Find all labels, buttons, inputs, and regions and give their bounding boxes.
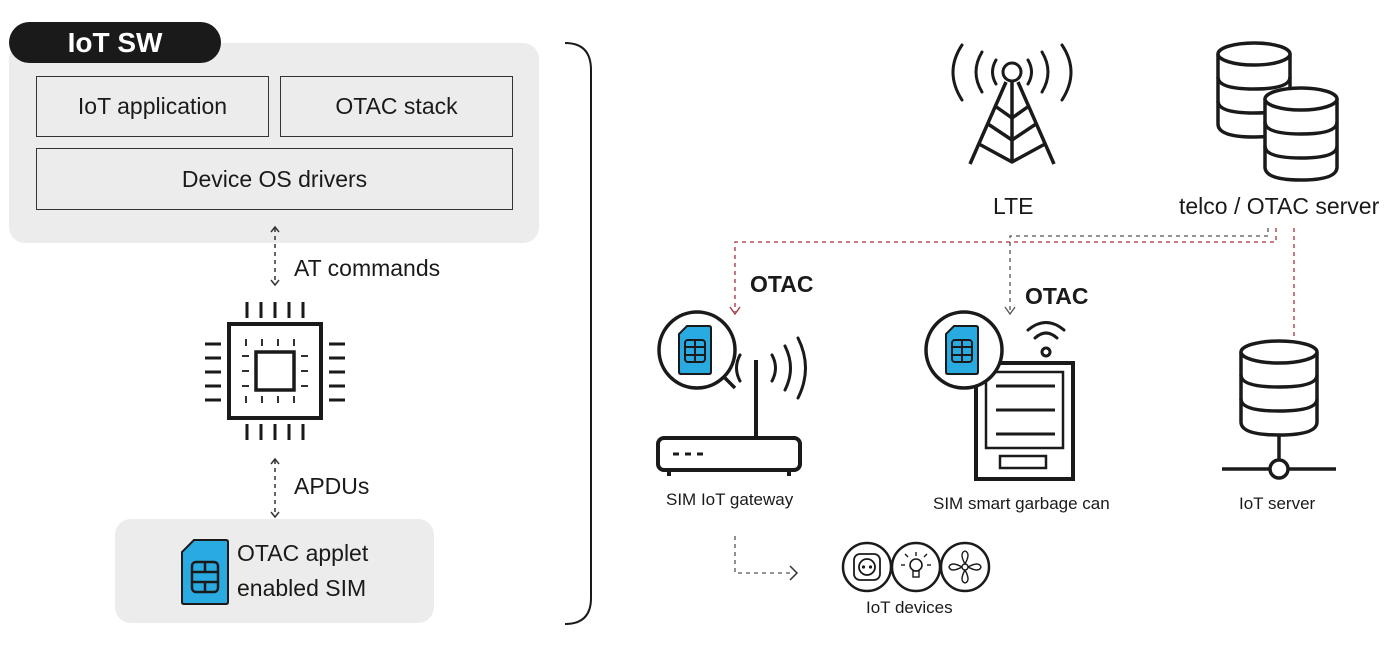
apdus-label: APDUs: [294, 473, 370, 499]
at-commands-arrow: [270, 225, 280, 287]
fan-icon: [939, 541, 991, 593]
sim-iot-gateway-label: SIM IoT gateway: [666, 490, 794, 509]
sim-smart-garbage-can-label: SIM smart garbage can: [933, 494, 1110, 513]
database-icon: [1216, 41, 1339, 182]
sim-label-line1: OTAC applet: [237, 540, 369, 566]
device-os-drivers-box: Device OS drivers: [36, 148, 513, 210]
apdus-arrow: [270, 457, 280, 519]
otac-label-gateway: OTAC: [750, 271, 814, 297]
iot-server-database-icon: [1222, 339, 1336, 480]
sim-label-line2: enabled SIM: [237, 575, 367, 601]
otac-label-garbage: OTAC: [1025, 283, 1089, 309]
iot-devices-label: IoT devices: [866, 598, 953, 617]
grouping-bracket: [564, 42, 592, 625]
otac-stack-box: OTAC stack: [280, 76, 513, 137]
iot-server-label: IoT server: [1239, 494, 1316, 513]
cell-tower-icon: [951, 43, 1073, 165]
router-icon: [656, 310, 807, 476]
telco-otac-server-label: telco / OTAC server: [1179, 193, 1380, 219]
garbage-can-icon: [924, 310, 1075, 481]
iot-sw-title: IoT SW: [9, 22, 221, 63]
wifi-icon: [1026, 321, 1066, 358]
iot-application-box: IoT application: [36, 76, 269, 137]
plug-icon: [841, 541, 893, 593]
bulb-icon: [890, 541, 942, 593]
chip-icon: [205, 302, 345, 440]
lte-label: LTE: [993, 193, 1034, 219]
otac-sim-panel: [115, 519, 434, 623]
at-commands-label: AT commands: [294, 255, 441, 281]
sim-card-icon: [181, 539, 229, 605]
